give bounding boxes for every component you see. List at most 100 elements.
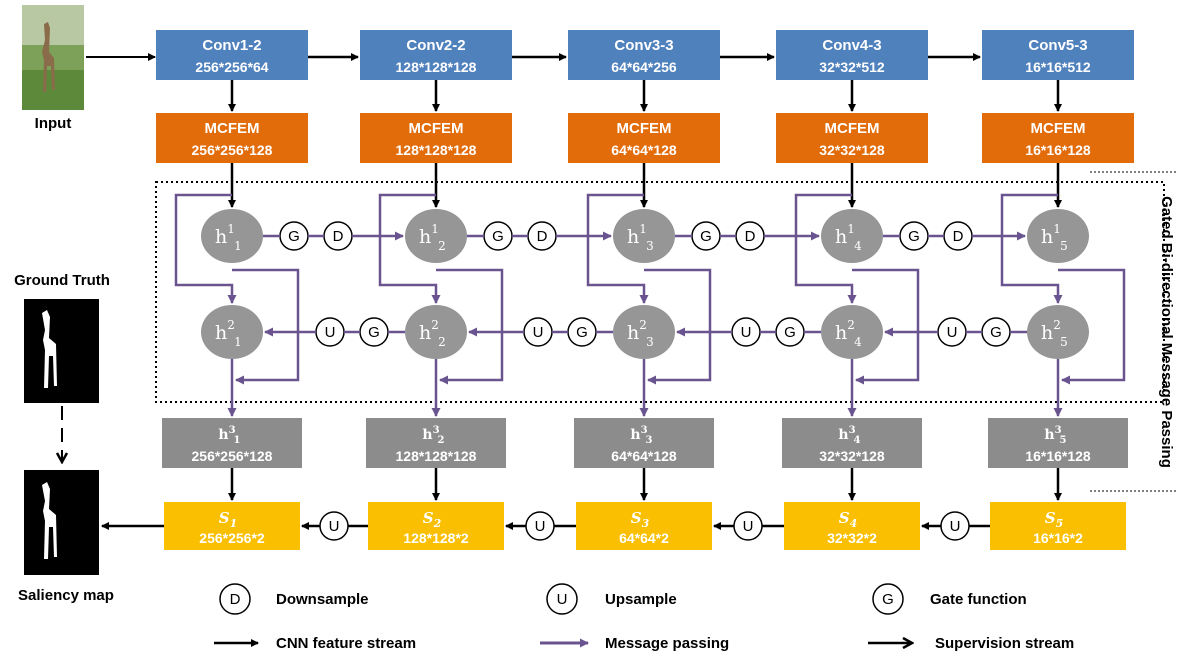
s-letter-5: S bbox=[1045, 509, 1056, 527]
h3-size-4: 32*32*128 bbox=[819, 448, 885, 464]
s-sub-5: 5 bbox=[1056, 517, 1064, 530]
conv-block-1 bbox=[156, 30, 308, 80]
s-label-4: S4 bbox=[839, 509, 858, 530]
h1-node-4-sup: 1 bbox=[847, 222, 855, 236]
conv-name-5: Conv5-3 bbox=[1028, 37, 1087, 54]
h1-node-4-sub: 4 bbox=[854, 239, 862, 253]
h3-block-3 bbox=[574, 418, 714, 468]
down-forward-2-text: D bbox=[537, 228, 548, 245]
mcfem-size-1: 256*256*128 bbox=[192, 142, 273, 158]
gate-backward-4-text: G bbox=[990, 324, 1002, 341]
mcfem-size-3: 64*64*128 bbox=[611, 142, 677, 158]
legend-gate-label: Gate function bbox=[930, 591, 1027, 608]
ground-truth-label: Ground Truth bbox=[14, 272, 110, 289]
legend: D Downsample U Upsample G Gate function … bbox=[214, 583, 1074, 652]
gbmp-title: Gated Bi-directional Message Passing bbox=[1158, 196, 1175, 468]
h2-node-2-label: h22 bbox=[419, 318, 446, 349]
h2-node-1-letter: h bbox=[215, 322, 227, 344]
h2-node-4-letter: h bbox=[835, 322, 847, 344]
skip-to-h2-path-1 bbox=[174, 193, 237, 304]
h1-node-3-sub: 3 bbox=[646, 239, 654, 253]
columns-layer: Conv1-2256*256*64MCFEM256*256*128h11h21h… bbox=[156, 30, 1134, 550]
h3-letter-5: h bbox=[1044, 427, 1054, 443]
conv-size-3: 64*64*256 bbox=[611, 59, 677, 75]
up-backward-1-text: U bbox=[325, 324, 336, 341]
h3-sup-2: 3 bbox=[433, 425, 440, 436]
s-block-2 bbox=[368, 502, 504, 550]
s-block-5 bbox=[990, 502, 1126, 550]
h1-to-h3-path-5 bbox=[1058, 268, 1126, 385]
skip-to-h2-path-2 bbox=[378, 193, 441, 304]
s-label-2: S2 bbox=[423, 509, 442, 530]
h1-to-h3-path-1 bbox=[232, 268, 300, 385]
mcfem-block-1 bbox=[156, 113, 308, 163]
s-letter-1: S bbox=[219, 509, 230, 527]
skip-to-h2-path-4 bbox=[794, 193, 857, 304]
h1-node-3 bbox=[613, 209, 675, 263]
s-label-5: S5 bbox=[1045, 509, 1064, 530]
s-sub-1: 1 bbox=[230, 517, 238, 530]
down-forward-4-text: D bbox=[953, 228, 964, 245]
legend-supervision-label: Supervision stream bbox=[935, 635, 1074, 652]
h3-sub-3: 3 bbox=[646, 435, 653, 446]
up-saliency-3-text: U bbox=[743, 518, 754, 535]
input-image bbox=[22, 5, 84, 110]
up-backward-2-text: U bbox=[533, 324, 544, 341]
gate-backward-2-text: G bbox=[576, 324, 588, 341]
gate-forward-1-text: G bbox=[288, 228, 300, 245]
s-block-4 bbox=[784, 502, 920, 550]
links-layer bbox=[101, 53, 1126, 530]
mcfem-block-2 bbox=[360, 113, 512, 163]
s-sub-3: 3 bbox=[642, 517, 650, 530]
h3-size-3: 64*64*128 bbox=[611, 448, 677, 464]
saliency-map-image bbox=[24, 470, 99, 575]
gate-backward-1-text: G bbox=[368, 324, 380, 341]
gate-backward-3-text: G bbox=[784, 324, 796, 341]
h2-node-3-sup: 2 bbox=[639, 318, 647, 332]
s-letter-4: S bbox=[839, 509, 850, 527]
h2-node-5-label: h25 bbox=[1041, 318, 1068, 349]
h2-node-2 bbox=[405, 305, 467, 359]
s-letter-3: S bbox=[631, 509, 642, 527]
h1-node-3-sup: 1 bbox=[639, 222, 647, 236]
h3-block-2 bbox=[366, 418, 506, 468]
s-size-4: 32*32*2 bbox=[827, 530, 877, 546]
conv-name-3: Conv3-3 bbox=[614, 37, 673, 54]
h1-node-3-letter: h bbox=[627, 226, 639, 248]
saliency-map-label: Saliency map bbox=[18, 587, 114, 604]
h3-block-4 bbox=[782, 418, 922, 468]
down-forward-3-text: D bbox=[745, 228, 756, 245]
h3-block-1 bbox=[162, 418, 302, 468]
conv-size-5: 16*16*512 bbox=[1025, 59, 1091, 75]
h2-node-3-sub: 3 bbox=[646, 335, 654, 349]
h2-node-5 bbox=[1027, 305, 1089, 359]
h3-sub-1: 1 bbox=[234, 435, 241, 446]
mcfem-block-4 bbox=[776, 113, 928, 163]
h1-node-5 bbox=[1027, 209, 1089, 263]
legend-downsample-symbol-text: D bbox=[230, 591, 241, 608]
down-forward-1-text: D bbox=[333, 228, 344, 245]
h1-node-5-sub: 5 bbox=[1060, 239, 1068, 253]
h2-node-5-sub: 5 bbox=[1060, 335, 1068, 349]
h3-sub-2: 2 bbox=[438, 435, 445, 446]
h1-node-2-label: h12 bbox=[419, 222, 446, 253]
h1-to-h3-path-2 bbox=[436, 268, 504, 385]
h3-sub-4: 4 bbox=[854, 435, 861, 446]
s-size-1: 256*256*2 bbox=[199, 530, 265, 546]
h2-node-2-sup: 2 bbox=[431, 318, 439, 332]
h3-size-5: 16*16*128 bbox=[1025, 448, 1091, 464]
h1-node-4-label: h14 bbox=[835, 222, 862, 253]
h3-letter-4: h bbox=[838, 427, 848, 443]
h2-node-5-letter: h bbox=[1041, 322, 1053, 344]
s-letter-2: S bbox=[423, 509, 434, 527]
up-saliency-4-text: U bbox=[950, 518, 961, 535]
h1-node-1-letter: h bbox=[215, 226, 227, 248]
h2-node-3-label: h23 bbox=[627, 318, 654, 349]
skip-to-h2-path-3 bbox=[586, 193, 649, 304]
up-saliency-1-text: U bbox=[329, 518, 340, 535]
